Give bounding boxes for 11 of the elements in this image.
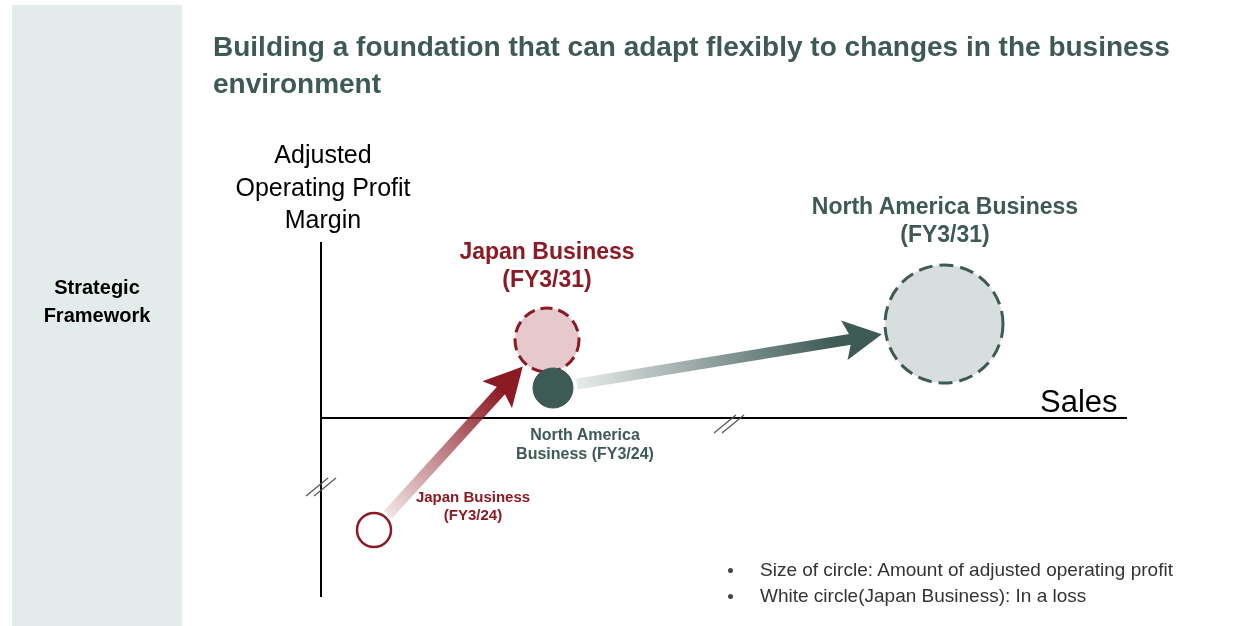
business-label: North America Business (FY3/24) bbox=[515, 425, 655, 464]
business-label: Japan Business (FY3/24) bbox=[414, 488, 532, 524]
axis-label: Adjusted Operating Profit Margin bbox=[234, 139, 412, 235]
note-text: Size of circle: Amount of adjusted operating profit bbox=[760, 558, 1174, 582]
business-label: North America Business (FY3/31) bbox=[810, 193, 1080, 249]
axis-label: Sales bbox=[1040, 383, 1119, 421]
business-label: Japan Business (FY3/31) bbox=[458, 238, 636, 294]
note-text: White circle(Japan Business): In a loss bbox=[760, 584, 1088, 608]
panel-heading: Strategic Framework bbox=[42, 274, 152, 328]
title: Building a foundation that can adapt flexibly to changes in the business environment bbox=[213, 30, 1171, 102]
side-panel bbox=[12, 5, 182, 626]
